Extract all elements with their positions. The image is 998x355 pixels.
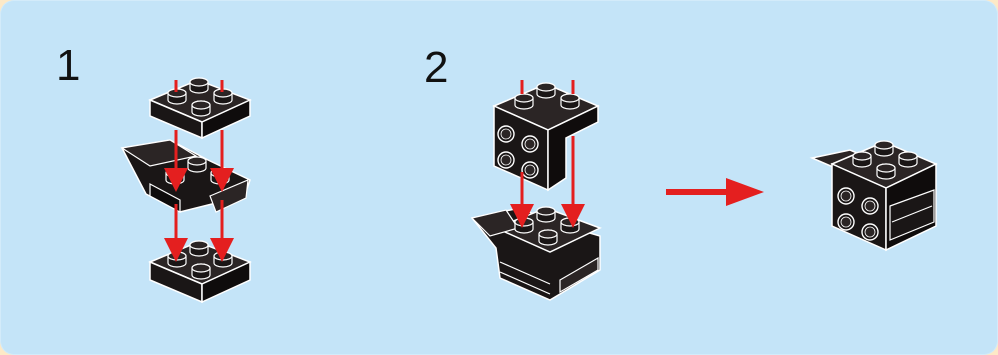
- step1-bottom-plate: [150, 241, 250, 302]
- finished-assembly: [812, 141, 936, 250]
- result-arrow: [666, 178, 764, 206]
- step2-base-assembly: [472, 207, 600, 300]
- step2-bracket-piece: [494, 83, 598, 190]
- step1-middle-wedge-plate: [122, 140, 250, 212]
- step1-top-plate: [150, 78, 250, 138]
